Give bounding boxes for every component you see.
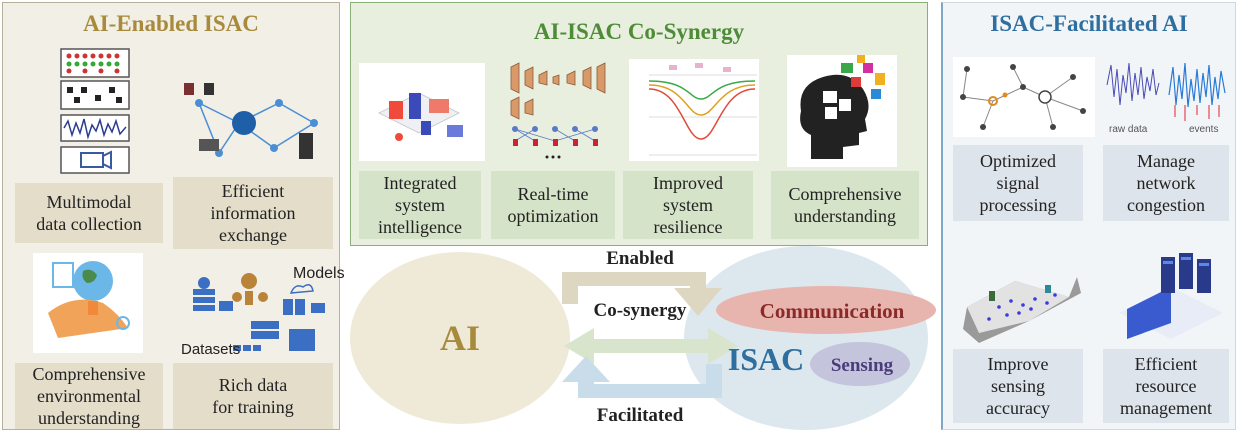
integrated-system-intelligence-label: Integrated system intelligence — [359, 171, 481, 239]
improved-system-resilience-label: Improved system resilience — [623, 171, 753, 239]
sensing-label: Sensing — [831, 355, 894, 376]
enabled-label: Enabled — [606, 248, 674, 269]
right-panel-title: ISAC-Facilitated AI — [990, 11, 1188, 36]
real-time-optimization-label: Real-time optimization — [491, 171, 615, 239]
co-synergy-arrow — [564, 328, 738, 364]
sensing-ellipse — [810, 342, 910, 386]
information-exchange-image — [179, 73, 329, 169]
enabled-arrow — [562, 272, 722, 316]
training-data-image — [179, 259, 335, 363]
sensing-accuracy-image — [959, 247, 1083, 347]
improve-sensing-accuracy-label: Improve sensing accuracy — [953, 349, 1083, 423]
comprehensive-understanding-label: Comprehensive understanding — [771, 171, 919, 239]
ai-label: AI — [440, 318, 480, 358]
system-intelligence-image — [359, 63, 485, 161]
efficient-information-exchange-label: Efficient information exchange — [173, 177, 333, 249]
models-label: Models — [293, 265, 345, 282]
multimodal-data-collection-label: Multimodal data collection — [15, 183, 163, 243]
facilitated-arrow — [562, 356, 722, 398]
signal-processing-image — [953, 57, 1095, 137]
communication-ellipse — [716, 286, 936, 334]
optimized-signal-processing-label: Optimized signal processing — [953, 145, 1083, 221]
resource-management-image — [1113, 243, 1229, 351]
datasets-label: Datasets — [181, 341, 241, 358]
comprehensive-understanding-image — [787, 55, 897, 167]
facilitated-label: Facilitated — [597, 405, 684, 426]
raw-data-caption: raw data — [1109, 124, 1148, 135]
ai-enabled-isac-panel: AI-Enabled ISAC — [2, 2, 345, 430]
isac-facilitated-ai-panel: ISAC-Facilitated AI raw data events Opti… — [941, 2, 1236, 430]
communication-label: Communication — [760, 299, 905, 323]
network-congestion-image — [1103, 55, 1231, 133]
isac-label: ISAC — [728, 341, 804, 377]
left-panel-title: AI-Enabled ISAC — [83, 11, 259, 36]
ai-isac-relationship-diagram: Enabled Co-synergy Facilitated AI ISAC C… — [350, 246, 936, 430]
co-synergy-label: Co-synergy — [594, 300, 687, 321]
ai-ellipse — [350, 252, 570, 424]
comprehensive-environmental-understanding-label: Comprehensive environmental understandin… — [15, 363, 163, 429]
rich-data-for-training-label: Rich data for training — [173, 363, 333, 429]
resilience-curve-image — [629, 59, 759, 161]
ai-isac-co-synergy-panel: AI-ISAC Co-Synergy — [350, 2, 928, 246]
multimodal-data-image — [47, 47, 143, 177]
efficient-resource-management-label: Efficient resource management — [1103, 349, 1229, 423]
environmental-understanding-image — [33, 253, 143, 353]
events-caption: events — [1189, 124, 1219, 135]
top-panel-title: AI-ISAC Co-Synergy — [533, 19, 745, 44]
manage-network-congestion-label: Manage network congestion — [1103, 145, 1229, 221]
neural-network-image — [505, 57, 621, 165]
